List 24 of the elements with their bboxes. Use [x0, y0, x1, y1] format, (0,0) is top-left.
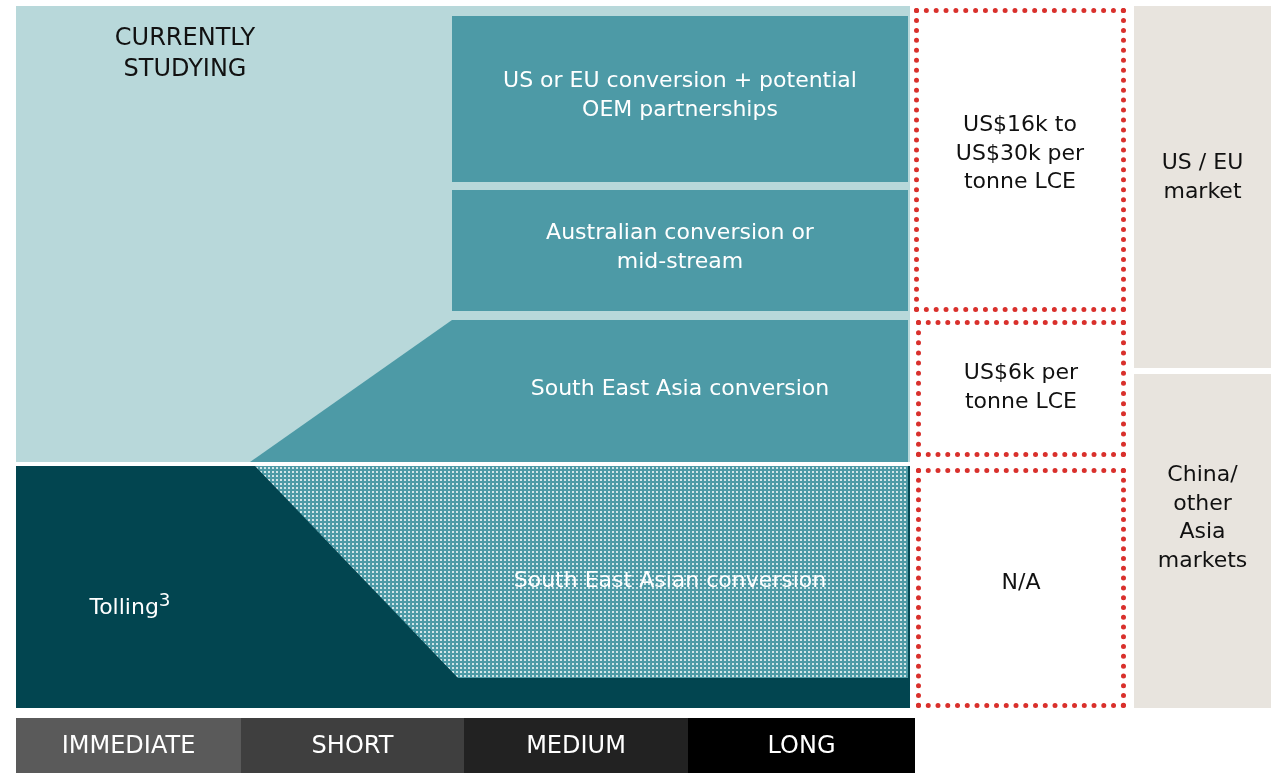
label-text: US or EU conversion + potential OEM partnerships: [502, 66, 858, 123]
label-text: Tolling$^{3}$: [88, 588, 172, 622]
label-text: China/ other Asia markets: [1156, 460, 1249, 574]
region-band: [16, 466, 910, 708]
price-box: [916, 320, 1126, 457]
label-text: US / EU market: [1160, 148, 1245, 205]
label-text: US$6k per tonne LCE: [962, 358, 1080, 415]
price-box: [916, 468, 1126, 708]
market-box: [1134, 374, 1271, 708]
market-box: [1134, 6, 1271, 368]
label-text: South East Asian conversion: [512, 566, 828, 594]
label-text: South East Asia conversion: [529, 374, 831, 402]
label-text: Australian conversion or mid-stream: [545, 218, 815, 275]
timeline-segment: IMMEDIATE: [16, 718, 241, 773]
region-band: [16, 6, 910, 462]
timeline-segment: MEDIUM: [464, 718, 688, 773]
option-box: [452, 16, 908, 182]
option-box: [452, 190, 908, 311]
timeline-segment: SHORT: [241, 718, 464, 773]
timeline-segment: LONG: [688, 718, 915, 773]
price-box: [914, 8, 1126, 312]
label-text: US$16k to US$30k per tonne LCE: [954, 110, 1086, 196]
label-text: N/A: [1000, 568, 1042, 596]
band-heading: CURRENTLY STUDYING: [113, 22, 257, 85]
